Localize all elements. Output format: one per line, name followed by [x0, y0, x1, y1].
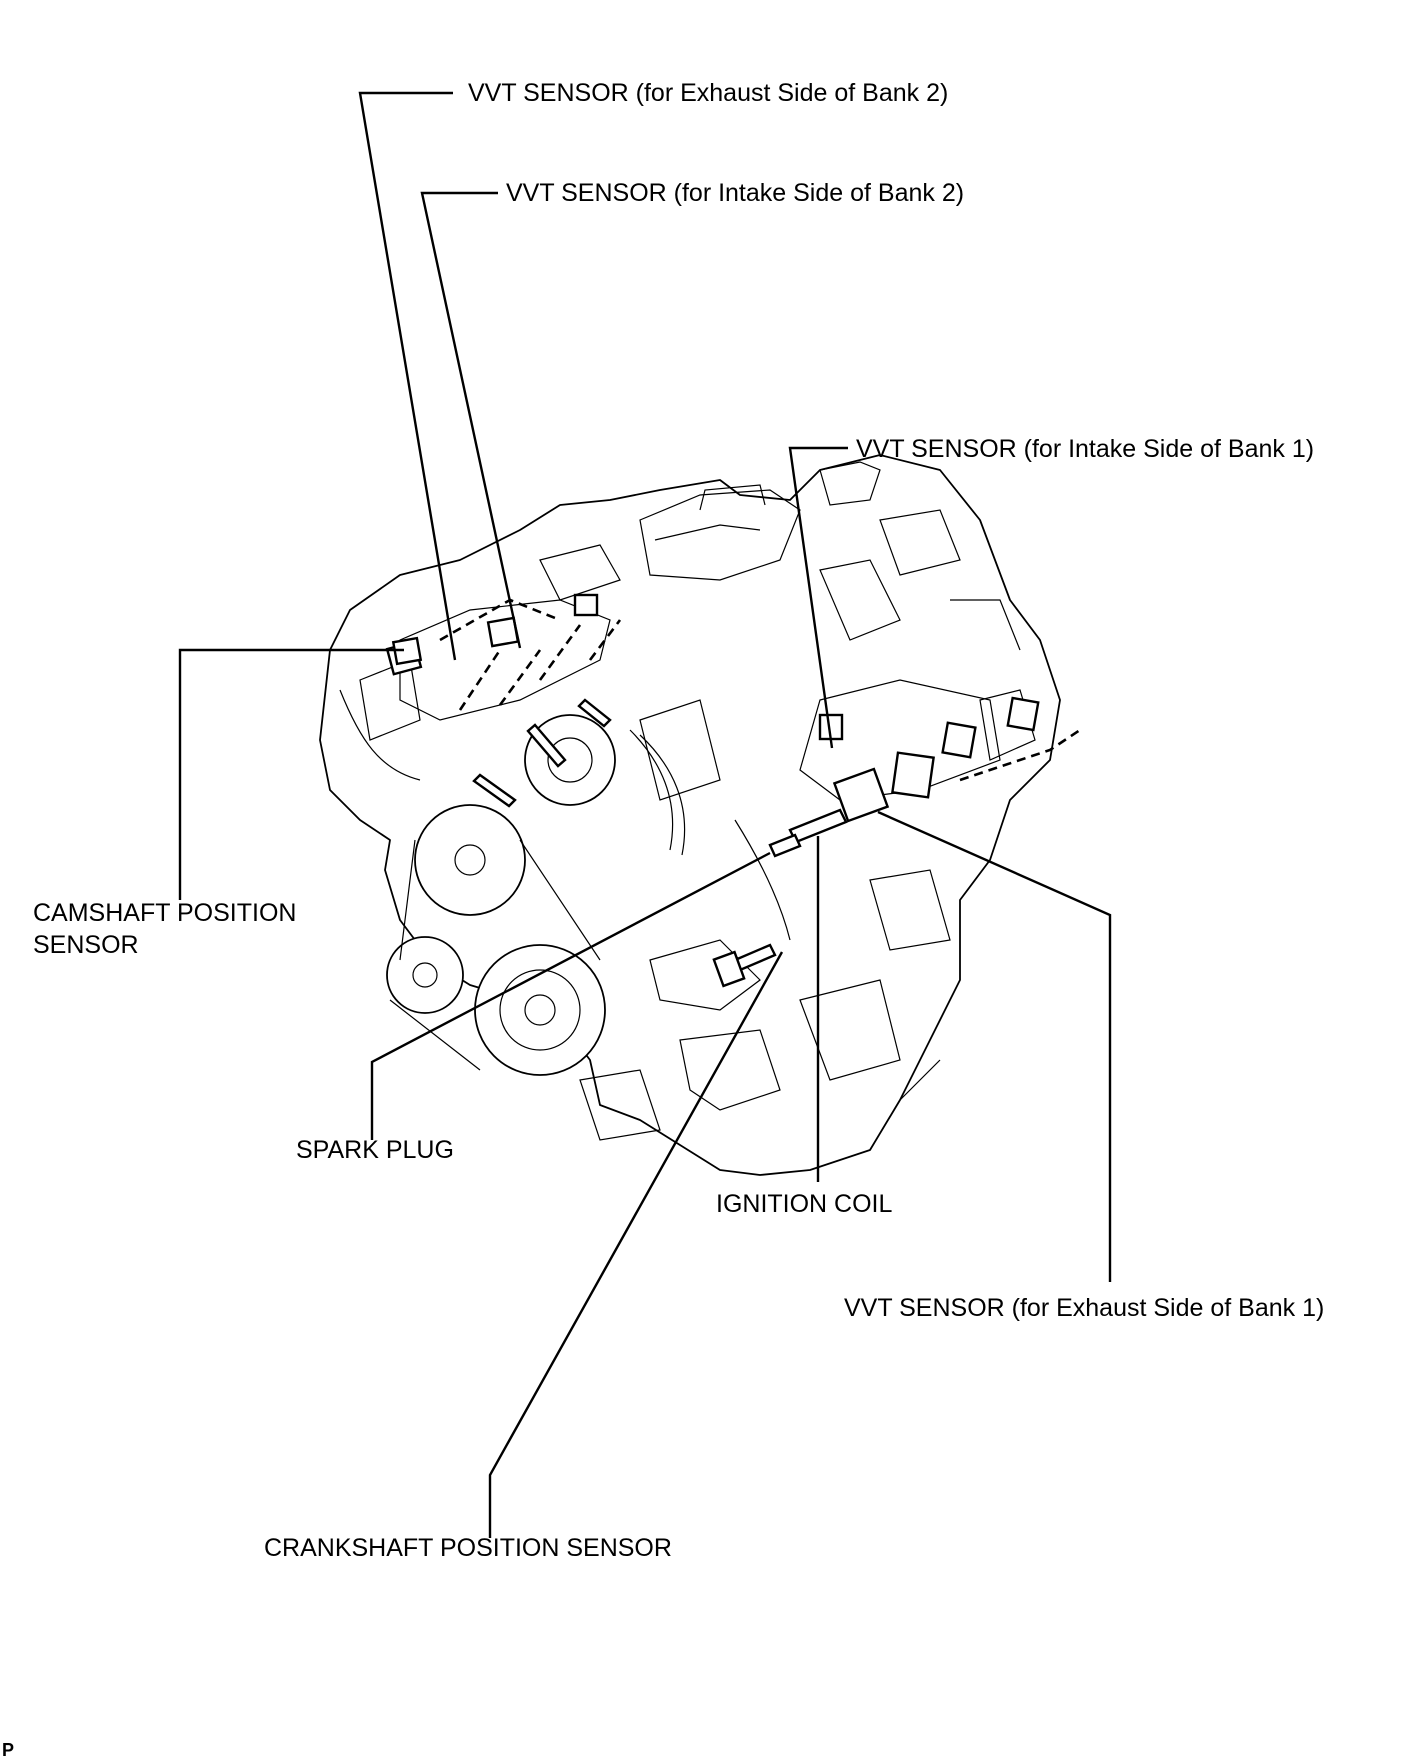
label-vvt-sensor-intake-bank2: VVT SENSOR (for Intake Side of Bank 2) [506, 179, 965, 207]
label-vvt-sensor-exhaust-bank2: VVT SENSOR (for Exhaust Side of Bank 2) [468, 79, 949, 107]
engine-illustration [319, 454, 1081, 1176]
label-vvt-sensor-intake-bank1: VVT SENSOR (for Intake Side of Bank 1) [856, 435, 1315, 463]
label-spark-plug: SPARK PLUG [296, 1136, 454, 1164]
label-ignition-coil: IGNITION COIL [716, 1190, 893, 1218]
leader-crankshaft-position-sensor [488, 951, 784, 1538]
leader-vvt-exhaust-bank1 [877, 810, 1112, 1282]
corner-mark: P [2, 1740, 15, 1760]
leader-vvt-intake-bank2 [420, 191, 522, 649]
label-vvt-sensor-exhaust-bank1: VVT SENSOR (for Exhaust Side of Bank 1) [844, 1294, 1325, 1322]
leader-spark-plug [370, 851, 771, 1140]
leader-camshaft-position-sensor [178, 648, 404, 900]
label-camshaft-position-sensor: CAMSHAFT POSITION SENSOR [33, 899, 297, 959]
label-crankshaft-position-sensor: CRANKSHAFT POSITION SENSOR [264, 1534, 672, 1562]
leader-vvt-exhaust-bank2 [358, 91, 457, 661]
leader-vvt-intake-bank1 [788, 446, 848, 749]
leader-lines [178, 91, 1112, 1538]
